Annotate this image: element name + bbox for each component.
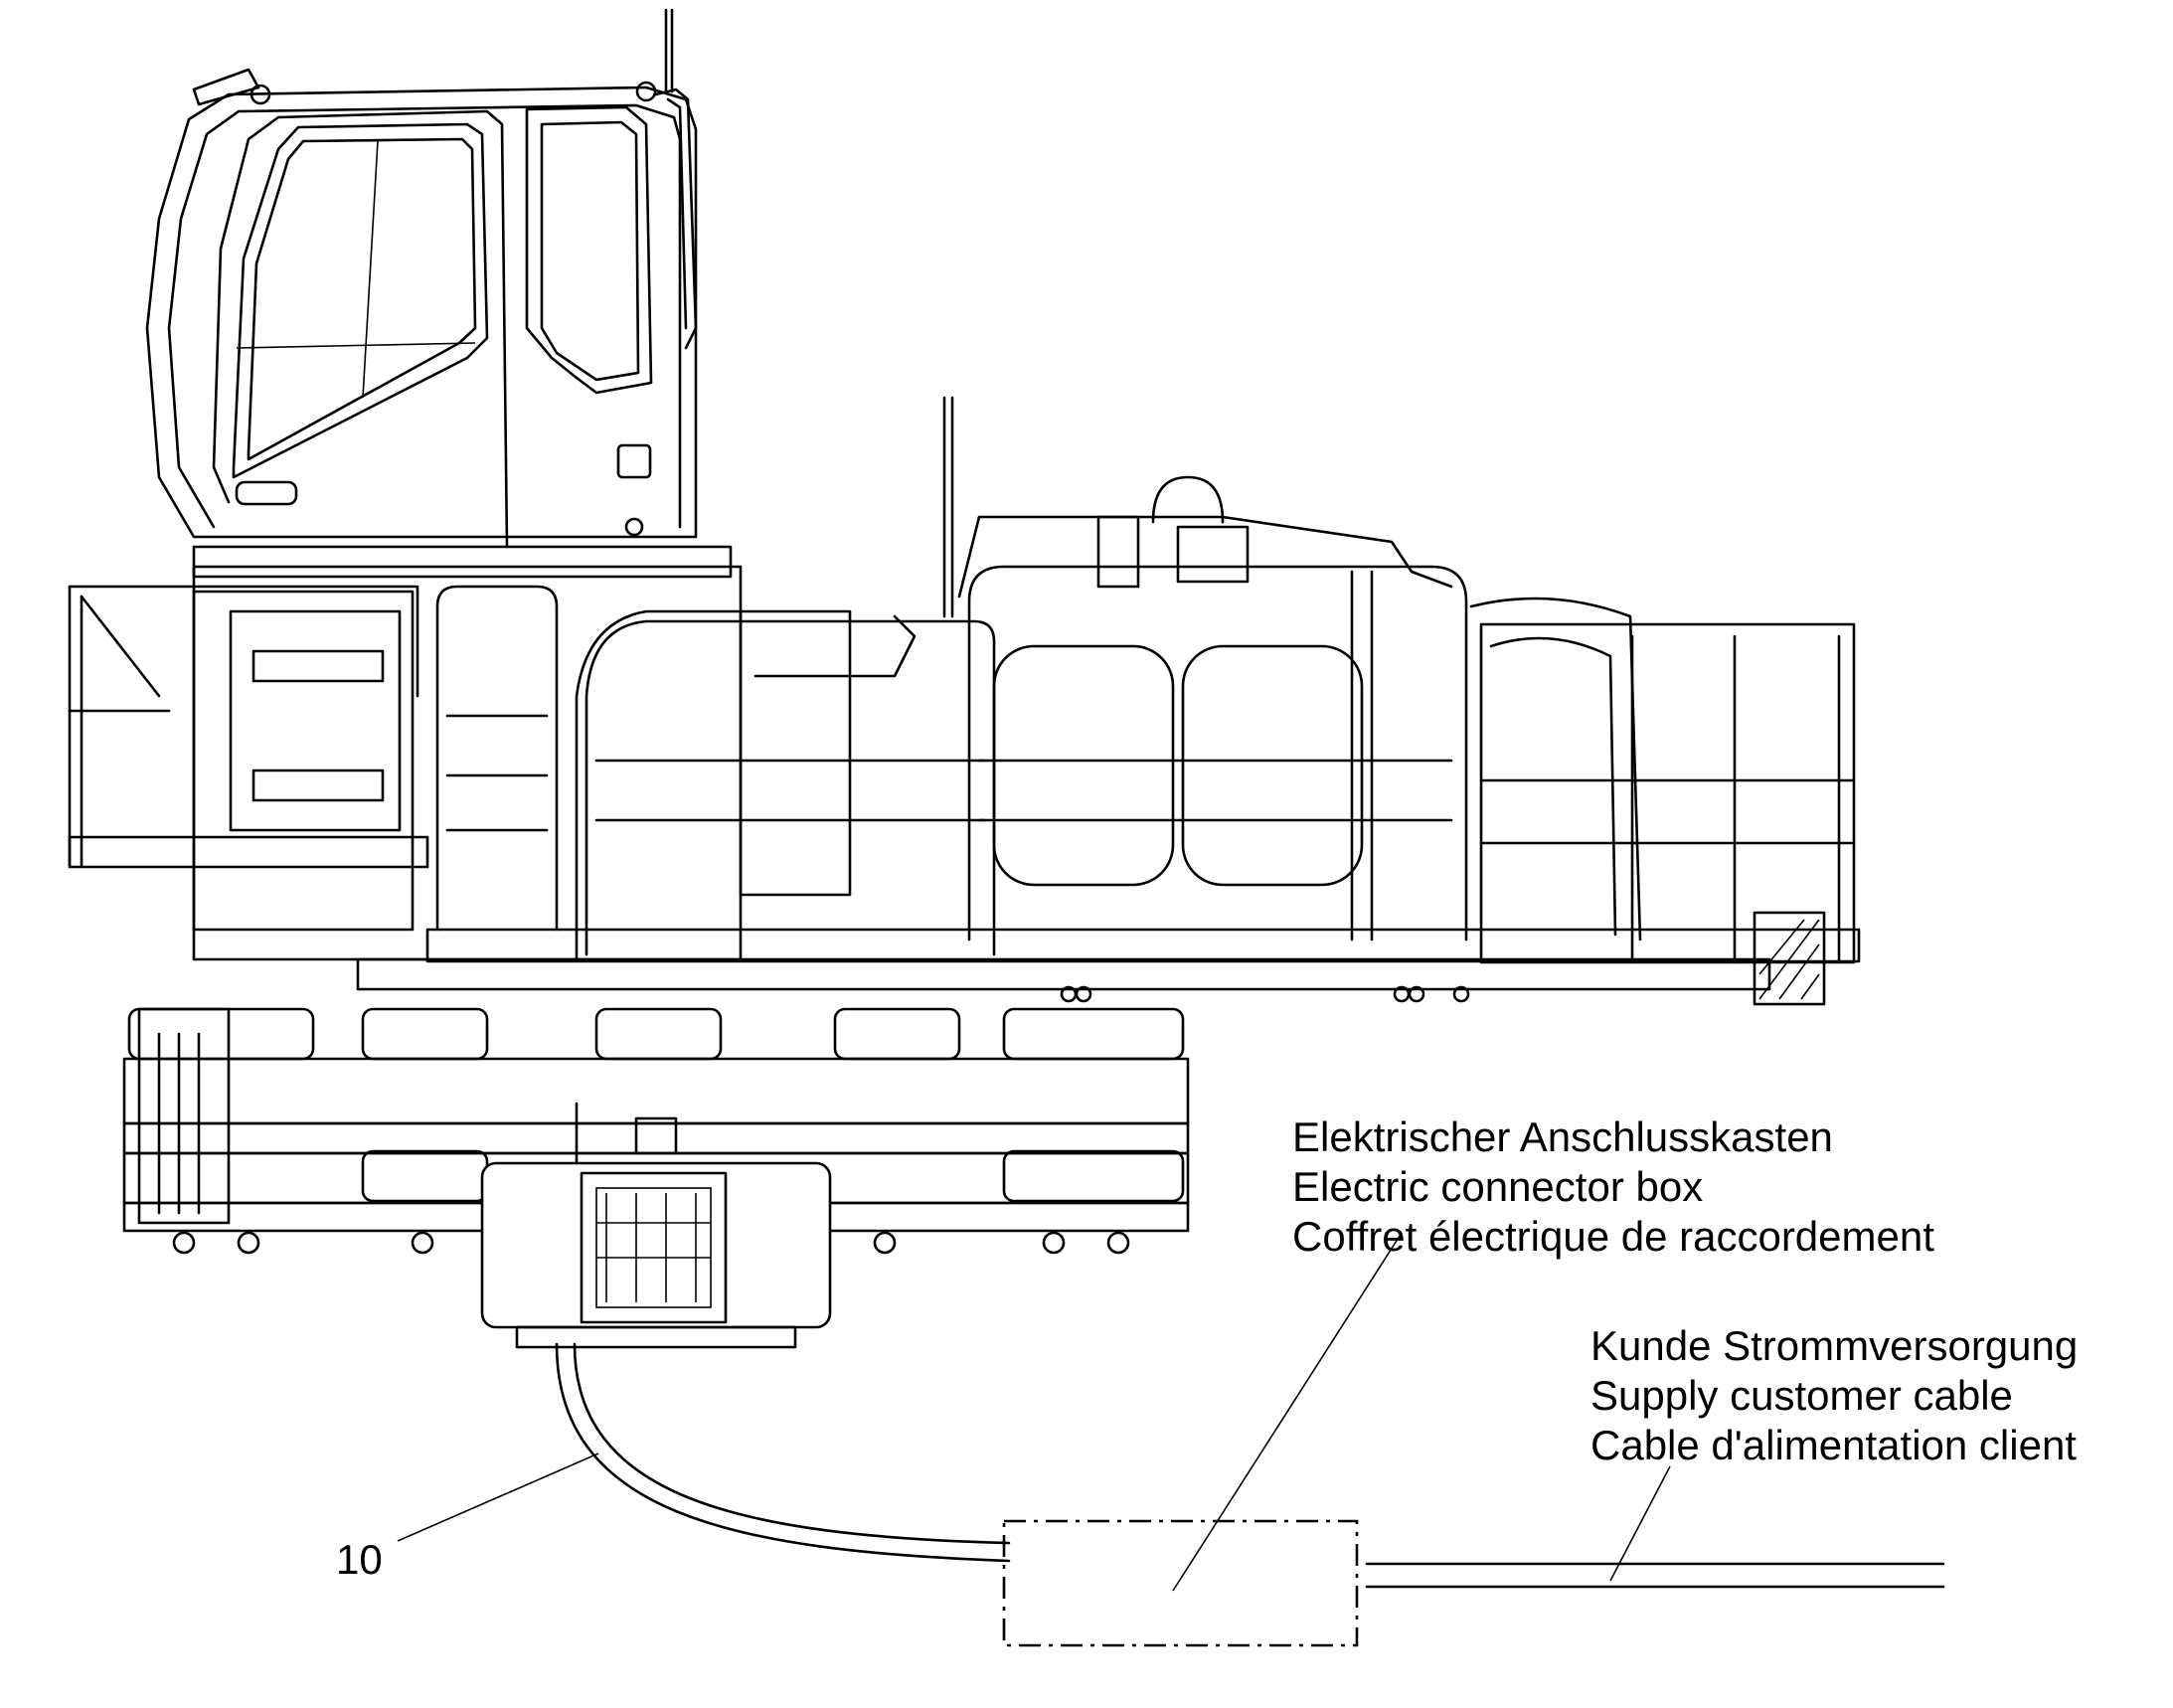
leader-connector-box (1172, 1232, 1403, 1592)
upper-deck (68, 396, 1861, 1006)
label-connector-box-de: Elektrischer Anschlusskasten (1292, 1113, 1833, 1160)
electric-connector-box (1002, 1519, 1359, 1647)
label-customer-cable-fr: Cable d'alimentation client (1590, 1422, 2077, 1468)
label-connector-box-en: Electric connector box (1292, 1163, 1703, 1210)
leader-item-10 (397, 1452, 599, 1542)
cable-10 (555, 1342, 1011, 1563)
label-connector-box-fr: Coffret électrique de raccordement (1292, 1213, 1934, 1260)
leader-lines (397, 1232, 1671, 1592)
item-number-10: 10 (336, 1536, 383, 1583)
label-group-customer-cable: Kunde Strommversorgung Supply customer c… (1590, 1322, 2078, 1468)
leader-customer-cable (1609, 1465, 1671, 1582)
label-customer-cable-en: Supply customer cable (1590, 1372, 2013, 1419)
label-group-connector-box: Elektrischer Anschlusskasten Electric co… (1292, 1113, 1934, 1260)
operator-cab (145, 8, 733, 579)
customer-supply-cable (1365, 1562, 1945, 1589)
slip-ring-housing (480, 1102, 832, 1349)
label-customer-cable-de: Kunde Strommversorgung (1590, 1322, 2078, 1369)
